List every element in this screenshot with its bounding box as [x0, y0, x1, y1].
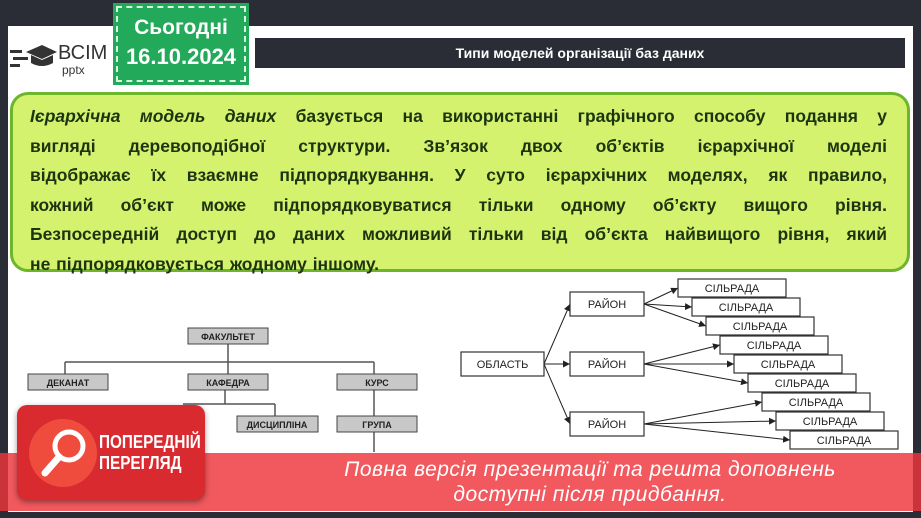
svg-text:РАЙОН: РАЙОН — [588, 298, 626, 311]
council-node: СІЛЬРАДА — [705, 316, 815, 336]
svg-text:СІЛЬРАДА: СІЛЬРАДА — [775, 378, 830, 390]
graduation-cap-icon — [10, 45, 57, 67]
svg-text:СІЛЬРАДА: СІЛЬРАДА — [747, 340, 802, 352]
arrow — [643, 417, 777, 425]
notice-line: Повна версія презентації та решта доповн… — [344, 458, 836, 481]
date-value: 16.10.2024 — [125, 44, 237, 69]
org-node: ДЕКАНАТ — [27, 373, 109, 391]
magnifier-icon — [29, 419, 97, 487]
org-node: ГРУПА — [336, 415, 418, 433]
org-chart: ФАКУЛЬТЕТ ДЕКАНАТ КАФЕДРА КУРС ДИСЦИПЛІН… — [27, 327, 418, 452]
council-node: СІЛЬРАДА — [719, 335, 829, 355]
arrow — [643, 287, 679, 305]
definition-box: Ієрархічна модель даних базується на вик… — [10, 92, 910, 274]
svg-text:КАФЕДРА: КАФЕДРА — [206, 378, 250, 388]
council-node: СІЛЬРАДА — [691, 297, 801, 317]
preview-label: ПОПЕРЕДНІЙ ПЕРЕГЛЯД — [99, 432, 201, 474]
svg-text:РАЙОН: РАЙОН — [588, 358, 626, 371]
svg-text:СІЛЬРАДА: СІЛЬРАДА — [817, 435, 872, 447]
council-node: СІЛЬРАДА — [747, 373, 857, 393]
region-node-root: ОБЛАСТЬ — [460, 351, 545, 377]
date-badge: Сьогодні 16.10.2024 — [113, 3, 249, 85]
svg-text:СІЛЬРАДА: СІЛЬРАДА — [803, 416, 858, 428]
preview-badge: ПОПЕРЕДНІЙ ПЕРЕГЛЯД — [17, 405, 205, 500]
org-node: КАФЕДРА — [187, 373, 269, 391]
region-chart: ОБЛАСТЬ РАЙОН РАЙОН РАЙОН СІЛЬРАДА СІЛЬРАДА СІ… — [460, 278, 899, 450]
district-node: РАЙОН — [569, 411, 645, 437]
arrow — [643, 303, 693, 311]
logo-text: ВСІМ — [58, 42, 108, 64]
text-line: відображає їх взаємне підпорядкування. У… — [30, 165, 887, 185]
svg-text:СІЛЬРАДА: СІЛЬРАДА — [761, 359, 816, 371]
svg-text:ОБЛАСТЬ: ОБЛАСТЬ — [477, 359, 529, 371]
svg-text:ДЕКАНАТ: ДЕКАНАТ — [47, 378, 90, 388]
svg-text:РАЙОН: РАЙОН — [588, 418, 626, 431]
arrow — [643, 343, 721, 365]
arrow — [643, 399, 763, 425]
svg-text:КУРС: КУРС — [365, 378, 389, 388]
date-label: Сьогодні — [134, 16, 228, 39]
term: Ієрархічна модель даних — [30, 106, 277, 126]
council-node: СІЛЬРАДА — [733, 354, 843, 374]
svg-text:ДИСЦИПЛІНА: ДИСЦИПЛІНА — [247, 420, 308, 430]
org-node-root: ФАКУЛЬТЕТ — [187, 327, 269, 345]
arrow — [643, 363, 749, 386]
svg-text:СІЛЬРАДА: СІЛЬРАДА — [719, 302, 774, 314]
notice-line: доступні після придбання. — [453, 483, 727, 506]
text-line: Безпосередній доступ до даних можливий т… — [30, 224, 887, 244]
svg-text:СІЛЬРАДА: СІЛЬРАДА — [789, 397, 844, 409]
council-node: СІЛЬРАДА — [775, 411, 885, 431]
text-line: Ієрархічна модель даних базується на вик… — [30, 102, 887, 132]
text-span: базується на використанні графічного спо… — [276, 106, 888, 126]
district-node: РАЙОН — [569, 351, 645, 377]
text-line: вигляді деревоподібної структури. Зв’язо… — [30, 135, 887, 156]
arrow — [643, 303, 707, 327]
district-node: РАЙОН — [569, 291, 645, 317]
svg-text:СІЛЬРАДА: СІЛЬРАДА — [705, 283, 760, 295]
text-line: кожний об’єкт може підпорядковуватися ті… — [30, 194, 887, 215]
preview-label-line: ПЕРЕГЛЯД — [99, 453, 182, 473]
svg-text:ФАКУЛЬТЕТ: ФАКУЛЬТЕТ — [201, 332, 255, 342]
arrow — [543, 363, 571, 425]
svg-text:ГРУПА: ГРУПА — [362, 420, 392, 430]
council-node: СІЛЬРАДА — [761, 392, 871, 412]
org-node: КУРС — [336, 373, 418, 391]
slide-title: Типи моделей організації баз даних — [255, 38, 905, 68]
svg-text:СІЛЬРАДА: СІЛЬРАДА — [733, 321, 788, 333]
arrow — [643, 423, 791, 443]
council-node: СІЛЬРАДА — [677, 278, 787, 298]
council-node: СІЛЬРАДА — [789, 430, 899, 450]
preview-notice: Повна версія презентації та решта доповн… — [310, 457, 870, 507]
arrow — [543, 303, 571, 365]
preview-label-line: ПОПЕРЕДНІЙ — [99, 432, 201, 452]
logo: ВСІМ pptx — [10, 40, 110, 77]
text-line: не підпорядковується жодному іншому. — [30, 253, 379, 274]
org-node: ДИСЦИПЛІНА — [236, 415, 319, 433]
logo-subtext: pptx — [62, 63, 85, 77]
